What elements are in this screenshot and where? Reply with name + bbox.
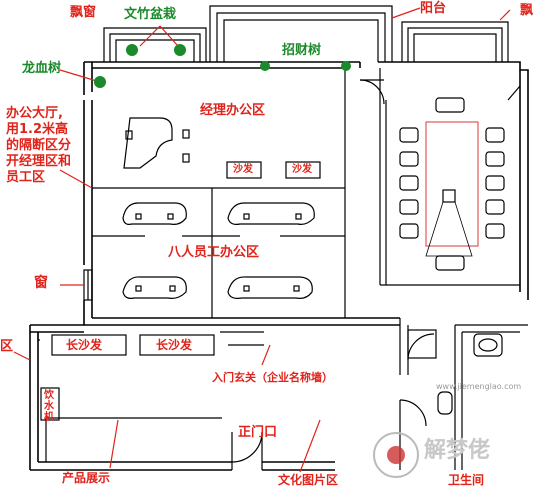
window-left — [83, 269, 93, 301]
staff-cubicles — [92, 188, 345, 318]
annotation-arrows — [13, 7, 511, 473]
label-bay-window-left: 飘窗 — [70, 5, 97, 20]
note-line-4: 开经理区和 — [6, 154, 72, 169]
money-tree-plant-1 — [260, 61, 270, 71]
conference-chairs — [399, 97, 505, 271]
label-manager-office: 经理办公区 — [200, 103, 266, 118]
bay-window-left — [103, 27, 207, 62]
note-line-5: 员工区 — [6, 170, 46, 185]
outer-walls — [29, 61, 529, 471]
plants — [94, 44, 351, 88]
bamboo-bonsai-right — [174, 44, 186, 56]
label-product-display: 产品展示 — [62, 471, 111, 485]
note-line-2: 用1.2米高 — [6, 122, 69, 137]
label-staff-area: 八人员工办公区 — [168, 245, 260, 260]
bay-window-right — [401, 21, 509, 62]
label-money-tree: 招财树 — [282, 43, 322, 58]
label-culture-wall: 文化图片区 — [278, 473, 339, 487]
manager-office — [92, 68, 346, 318]
label-bay-window-right: 飘 — [520, 3, 534, 18]
label-water-dispenser: 饮水机 — [44, 390, 54, 423]
label-main-door: 正门口 — [238, 425, 278, 440]
label-area-left: 区 — [0, 339, 14, 354]
note-line-3: 的隔断区分 — [6, 138, 72, 153]
label-long-sofa-2: 长沙发 — [156, 338, 193, 352]
label-window: 窗 — [34, 275, 48, 291]
money-tree-plant-2 — [341, 61, 351, 71]
label-entrance-hall: 入门玄关（企业名称墙） — [212, 371, 333, 384]
restroom-area — [399, 318, 528, 470]
watermark-logo — [373, 432, 419, 478]
label-sofa-2: 沙发 — [292, 164, 312, 175]
label-sofa-1: 沙发 — [233, 164, 253, 175]
label-long-sofa-1: 长沙发 — [66, 338, 103, 352]
label-bamboo-bonsai: 文竹盆栽 — [124, 7, 177, 22]
watermark-text: 解梦佬 — [424, 438, 491, 463]
reception-area — [37, 331, 264, 470]
label-dragon-blood-tree: 龙血树 — [22, 61, 62, 76]
bamboo-bonsai-left — [126, 44, 138, 56]
label-open-office-note: 办公大厅, 用1.2米高 的隔断区分 开经理区和 员工区 — [6, 106, 86, 186]
conference-room — [359, 68, 521, 286]
note-line-1: 办公大厅, — [6, 106, 63, 121]
dragon-blood-tree-plant — [94, 76, 106, 88]
watermark-url: www.jiemenglao.com — [436, 382, 522, 391]
label-balcony: 阳台 — [420, 1, 447, 16]
label-restroom: 卫生间 — [448, 473, 485, 487]
balcony-structure — [209, 5, 393, 62]
